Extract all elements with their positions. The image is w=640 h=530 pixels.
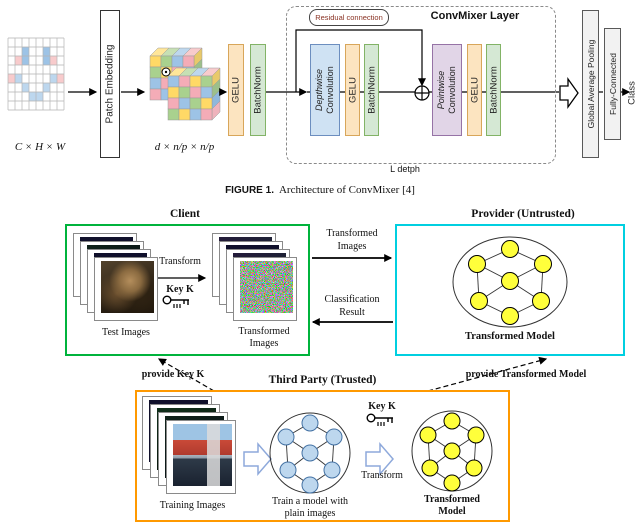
third-party-model-label-1: Transformed: [424, 494, 480, 505]
residual-connection-label: Residual connection: [315, 13, 383, 22]
provider-box: [395, 224, 625, 356]
block-arrow-train: [243, 441, 272, 477]
third-party-box: [135, 390, 510, 522]
residual-connection-pill: Residual connection: [309, 9, 389, 26]
batchnorm-label: BatchNorm: [252, 66, 264, 114]
gelu-box-1: GELU: [228, 44, 244, 136]
batchnorm-box-2: BatchNorm: [364, 44, 379, 136]
third-party-transform-label: Transform: [361, 470, 403, 481]
client-key-label: Key K: [166, 284, 194, 295]
plain-model-network: [269, 412, 351, 494]
test-images-stack: [73, 233, 163, 325]
test-image-front: [94, 257, 158, 321]
provider-model-network: [452, 236, 568, 328]
arrow-label-transformed-1: Transformed: [326, 228, 378, 239]
transformed-images-stack: [212, 233, 302, 325]
fully-connected-box: Fully-Connected: [604, 28, 621, 140]
training-images-stack: [142, 396, 242, 496]
client-transform-label: Transform: [159, 256, 201, 267]
convmixer-layer-box: [286, 6, 556, 164]
gelu-label: GELU: [347, 77, 358, 103]
gelu-label: GELU: [230, 77, 242, 103]
block-arrow-to-pooling: [559, 76, 579, 110]
key-icon-client: [162, 295, 189, 308]
test-images-label: Test Images: [102, 327, 150, 338]
figure-caption: FIGURE 1. Architecture of ConvMixer [4]: [0, 184, 640, 196]
tensor-shape-label: d × n/p × n/p: [154, 141, 215, 153]
third-party-transformed-network: [411, 410, 493, 492]
gelu-box-2: GELU: [345, 44, 360, 136]
tensor-blocks: [149, 47, 221, 121]
gelu-box-3: GELU: [467, 44, 482, 136]
class-output: Class: [624, 78, 640, 108]
training-image-front: [166, 420, 236, 494]
third-party-model-label-2: Model: [438, 506, 466, 517]
provider-model-label: Transformed Model: [465, 331, 555, 342]
residual-connection-line: [295, 29, 426, 92]
third-party-title: Third Party (Trusted): [268, 374, 377, 386]
batchnorm-label: BatchNorm: [488, 66, 499, 114]
input-image-grid: [7, 37, 65, 111]
convmixer-layer-title: ConvMixer Layer: [430, 10, 520, 22]
batchnorm-box-3: BatchNorm: [486, 44, 501, 136]
third-party-key-label: Key K: [368, 401, 396, 412]
fully-connected-label: Fully-Connected: [607, 53, 618, 115]
training-images-label: Training Images: [159, 500, 226, 511]
provide-model-label: provide Transformed Model: [465, 369, 587, 380]
class-output-label: Class: [626, 81, 638, 105]
train-model-label-1: Train a model with: [271, 496, 348, 507]
client-title: Client: [169, 208, 201, 220]
provider-title: Provider (Untrusted): [471, 208, 575, 220]
input-shape-label: C × H × W: [14, 141, 66, 153]
transformed-images-label-1: Transformed: [238, 326, 290, 337]
batchnorm-box-1: BatchNorm: [250, 44, 266, 136]
transformed-images-label-2: Images: [249, 338, 279, 349]
arrow-label-classification-2: Result: [339, 307, 365, 318]
batchnorm-label: BatchNorm: [366, 66, 377, 114]
patch-embedding-box: Patch Embedding: [100, 10, 120, 158]
transformed-image-front: [233, 257, 297, 321]
add-op-icon: [414, 85, 430, 101]
arrow-label-transformed-2: Images: [337, 241, 367, 252]
provide-key-label: provide Key K: [141, 369, 205, 380]
global-average-pooling-label: Global Average Pooling: [585, 39, 596, 129]
arrow-label-classification-1: Classification: [324, 294, 380, 305]
layer-depth-label: L detph: [390, 164, 420, 174]
dashed-arrow-provide-key: [157, 358, 215, 392]
dashed-arrow-provide-model: [427, 356, 548, 392]
scheme-arrows: [157, 254, 548, 392]
patch-embedding-label: Patch Embedding: [104, 44, 116, 124]
client-box: [65, 224, 310, 356]
figure-caption-number: FIGURE 1.: [225, 185, 274, 196]
train-model-label-2: plain images: [284, 508, 336, 519]
key-icon-third-party: [366, 413, 393, 426]
gelu-label: GELU: [469, 77, 480, 103]
global-average-pooling-box: Global Average Pooling: [582, 10, 599, 158]
figure-caption-text: Architecture of ConvMixer [4]: [278, 184, 415, 196]
block-arrow-transform: [365, 441, 394, 477]
